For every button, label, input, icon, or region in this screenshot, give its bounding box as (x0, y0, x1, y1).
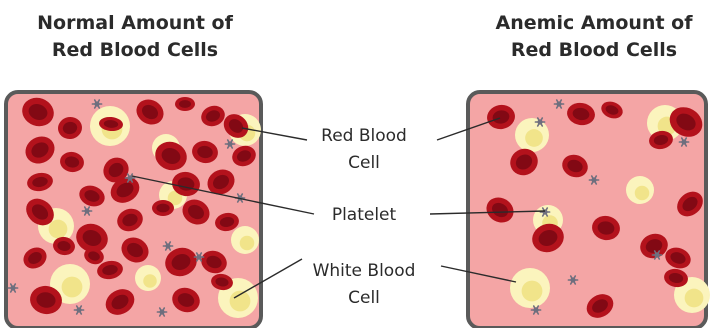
white-blood-cell (231, 226, 259, 254)
white-blood-cell (135, 265, 161, 291)
red-blood-cell (152, 200, 174, 216)
white-blood-cell (515, 118, 549, 152)
title-normal: Normal Amount of Red Blood Cells (5, 10, 265, 64)
white-blood-cell (510, 268, 550, 308)
white-blood-cell (626, 176, 654, 204)
red-blood-cell (175, 97, 195, 111)
label-platelet: Platelet (290, 202, 438, 229)
label-red-blood-cell: Red Blood Cell (290, 123, 438, 177)
label-white-blood-cell: White Blood Cell (290, 258, 438, 312)
title-anemic: Anemic Amount of Red Blood Cells (464, 10, 712, 64)
